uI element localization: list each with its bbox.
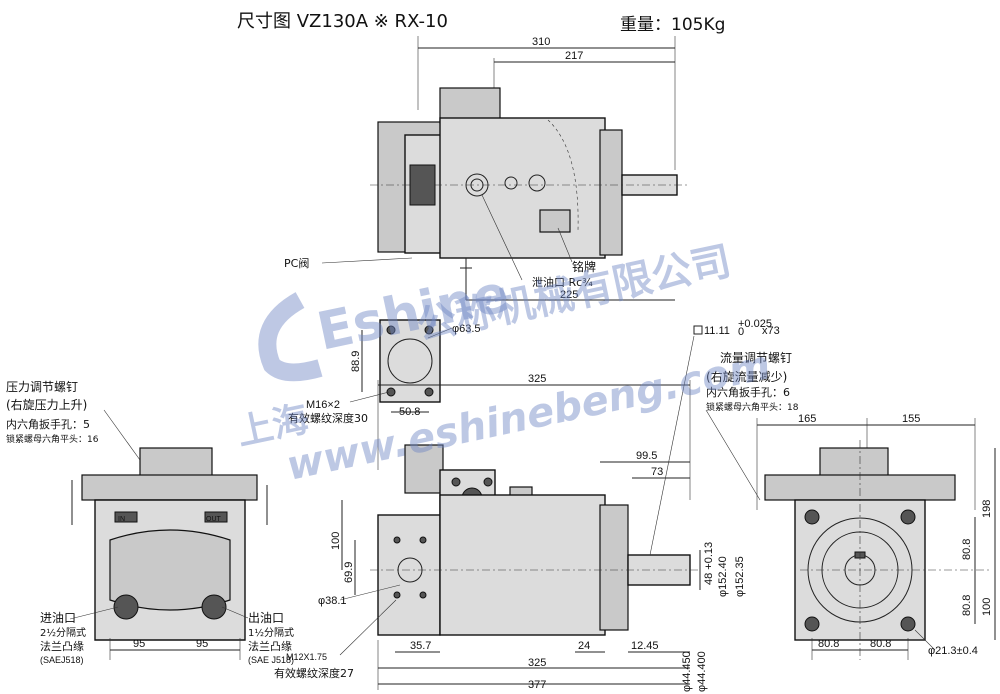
dim-100-right: 100 <box>981 598 993 616</box>
dim-310: 310 <box>532 36 550 48</box>
top-cover <box>439 87 501 124</box>
key-tol-upper: +0.025 <box>738 318 772 330</box>
pressure-adjust-block <box>139 447 213 477</box>
inlet-type: 法兰凸缘 <box>40 639 84 653</box>
front-flange-front <box>599 504 629 631</box>
dim-325-bottom: 325 <box>528 657 546 669</box>
weight-label: 重量：105Kg <box>620 15 725 35</box>
label-m16: M16×2 <box>306 399 340 411</box>
flange-detail: 88.9 50.8 φ63.5 M16×2 有效螺纹深度30 <box>288 319 481 425</box>
tol-mark-48: 48 +0.13 <box>703 542 715 585</box>
dim-phi-21-3: φ21.3±0.4 <box>928 645 978 657</box>
pump-housing-top <box>439 117 606 259</box>
flange-bore <box>387 338 433 384</box>
flow-screw-wrench: 内六角扳手孔：6 <box>706 385 790 399</box>
dim-95-right: 95 <box>196 638 208 650</box>
port-circle-large <box>465 173 489 197</box>
key-width: 11.11 <box>704 325 730 337</box>
flow-screw-title: 流量调节螺钉 <box>720 351 792 365</box>
port-circle-small <box>504 176 518 190</box>
pc-valve-knob <box>409 164 436 206</box>
dim-69-9: 69.9 <box>343 562 355 583</box>
dim-99-5: 99.5 <box>636 450 657 462</box>
dim-100-front: 100 <box>330 532 342 550</box>
pc-valve-front <box>404 444 444 494</box>
flow-screw-note: (右旋流量减少) <box>706 369 787 384</box>
dim-phi-44-400: φ44.400 <box>696 651 708 692</box>
dim-155: 155 <box>902 413 920 425</box>
pressure-screw-wrench: 内六角扳手孔：5 <box>6 417 90 431</box>
key-length: x73 <box>762 325 780 337</box>
front-view: 325 99.5 73 100 69.9 φ38.1 11.11 <box>274 318 780 692</box>
dim-24: 24 <box>578 640 590 652</box>
watermark: Eshine 上海 公称机械有限公司 www.eshinebeng.com <box>233 238 774 490</box>
dim-80-8-upper: 80.8 <box>961 539 973 560</box>
inlet-bore-front <box>397 557 423 583</box>
nameplate-plate <box>539 209 571 233</box>
inlet-standard: (SAEJ518) <box>40 655 84 665</box>
watermark-logo-icon <box>258 292 323 382</box>
dim-80-8-bottom-right: 80.8 <box>870 638 891 650</box>
pressure-screw-title: 压力调节螺钉 <box>6 380 78 394</box>
dim-50-8: 50.8 <box>399 406 420 418</box>
key-tol-lower: 0 <box>738 326 744 338</box>
label-m12: M12X1.75 <box>286 652 327 662</box>
top-view: 310 217 225 PC阀 铭牌 泄油口 Rc¾ <box>284 36 690 301</box>
dim-95-left: 95 <box>133 638 145 650</box>
mounting-hole <box>900 616 916 632</box>
left-top-block <box>81 474 258 501</box>
port-mark-out: OUT <box>206 516 222 523</box>
pressure-screw-nut: 锁紧螺母六角平头：16 <box>6 433 99 445</box>
port-mark-in: IN <box>118 516 125 523</box>
dim-phi-38-1: φ38.1 <box>318 595 347 607</box>
dim-377: 377 <box>528 679 546 691</box>
dim-phi-152-35: φ152.35 <box>734 556 746 597</box>
dim-phi-44-450: φ44.450 <box>681 651 693 692</box>
outlet-size: 1½分隔式 <box>248 626 294 639</box>
dim-165: 165 <box>798 413 816 425</box>
dim-325-top: 325 <box>528 373 546 385</box>
dim-88-9: 88.9 <box>350 351 362 372</box>
pressure-screw-note: (右旋压力上升) <box>6 397 87 412</box>
dim-12-45: 12.45 <box>631 640 659 652</box>
drawing-title: 尺寸图 VZ130A ※ RX-10 <box>237 11 448 32</box>
right-view: 流量调节螺钉 (右旋流量减少) 内六角扳手孔：6 锁紧螺母六角平头：18 165… <box>705 351 996 660</box>
dim-phi-152-40: φ152.40 <box>717 556 729 597</box>
flow-screw-nut: 锁紧螺母六角平头：18 <box>706 401 799 413</box>
label-drain-port: 泄油口 Rc¾ <box>532 275 593 289</box>
inlet-size: 2½分隔式 <box>40 626 86 639</box>
dim-35-7: 35.7 <box>410 640 431 652</box>
outlet-type: 法兰凸缘 <box>248 639 292 653</box>
dim-198: 198 <box>981 500 993 518</box>
flow-adjust-block <box>819 447 889 477</box>
inlet-port <box>113 594 139 620</box>
port-circle-medium <box>528 174 546 192</box>
dim-73: 73 <box>651 466 663 478</box>
outlet-port <box>201 594 227 620</box>
outlet-title: 出油口 <box>248 611 284 625</box>
left-ports-face <box>109 529 231 611</box>
label-thread-depth-27: 有效螺纹深度27 <box>274 666 354 680</box>
dim-217: 217 <box>565 50 583 62</box>
pump-housing-front <box>439 494 606 636</box>
outlet-standard: (SAE J518) <box>248 655 294 665</box>
label-thread-depth-30: 有效螺纹深度30 <box>288 411 368 425</box>
front-flange-top <box>599 129 623 256</box>
dim-225: 225 <box>560 289 578 301</box>
dim-phi-63-5: φ63.5 <box>452 323 481 335</box>
rear-cover-front <box>377 514 441 636</box>
inlet-title: 进油口 <box>40 611 76 625</box>
left-view: 压力调节螺钉 (右旋压力上升) 内六角扳手孔：5 锁紧螺母六角平头：16 IN … <box>6 380 294 665</box>
label-nameplate: 铭牌 <box>572 259 596 274</box>
dim-80-8-lower: 80.8 <box>961 595 973 616</box>
label-pc-valve: PC阀 <box>284 256 309 270</box>
dim-80-8-bottom-left: 80.8 <box>818 638 839 650</box>
